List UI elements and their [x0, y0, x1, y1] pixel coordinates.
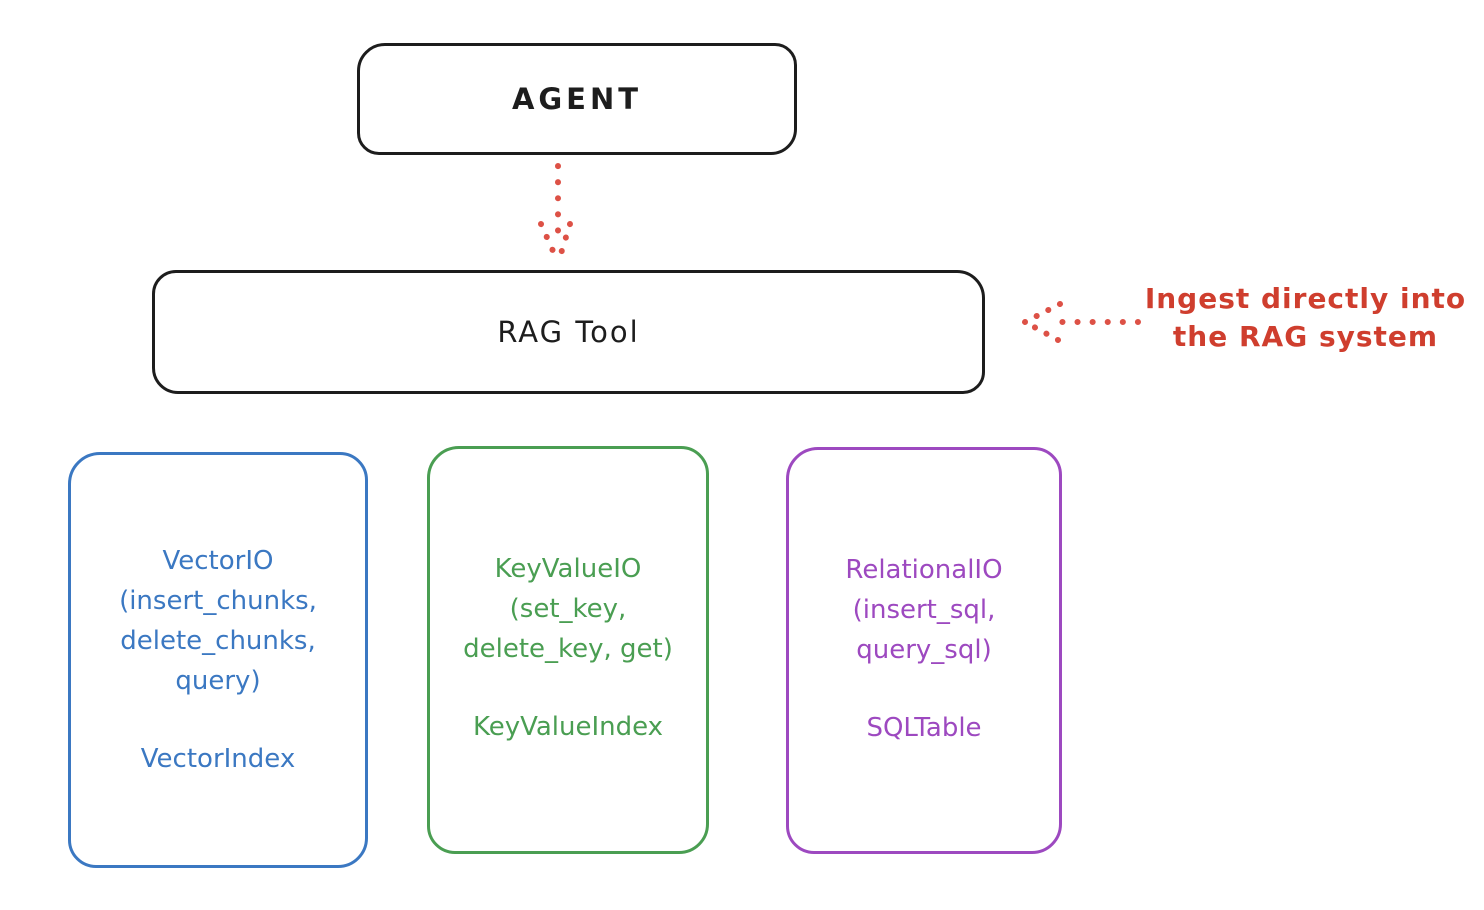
- keyvalueio-line: delete_key, get): [463, 634, 673, 664]
- ingest-annotation-line2: the RAG system: [1172, 320, 1439, 353]
- sqltable-label: SQLTable: [866, 713, 982, 743]
- agent-node: AGENT: [357, 43, 797, 155]
- vectorio-line: (insert_chunks,: [119, 586, 317, 616]
- keyvalueio-line: KeyValueIO: [494, 554, 642, 584]
- relationalio-box: RelationalIO (insert_sql, query_sql) SQL…: [786, 447, 1062, 854]
- relationalio-text: RelationalIO (insert_sql, query_sql) SQL…: [789, 450, 1059, 748]
- keyvalueindex-label: KeyValueIndex: [472, 712, 664, 742]
- ingest-annotation: Ingest directly into the RAG system: [1133, 280, 1478, 356]
- relationalio-line: RelationalIO: [845, 555, 1003, 585]
- dotted-arrow-left-icon: [1022, 301, 1141, 343]
- keyvalueio-text: KeyValueIO (set_key, delete_key, get) Ke…: [430, 449, 706, 747]
- keyvalueio-box: KeyValueIO (set_key, delete_key, get) Ke…: [427, 446, 709, 854]
- vectorio-line: VectorIO: [162, 546, 274, 576]
- vectorindex-label: VectorIndex: [140, 744, 296, 774]
- rag-tool-label: RAG Tool: [497, 315, 640, 349]
- ingest-annotation-line1: Ingest directly into: [1144, 282, 1467, 315]
- relationalio-line: query_sql): [856, 635, 992, 665]
- vectorio-line: query): [175, 666, 261, 696]
- vectorio-text: VectorIO (insert_chunks, delete_chunks, …: [71, 455, 365, 779]
- keyvalueio-line: (set_key,: [509, 594, 627, 624]
- vectorio-box: VectorIO (insert_chunks, delete_chunks, …: [68, 452, 368, 868]
- rag-tool-node: RAG Tool: [152, 270, 985, 394]
- agent-label: AGENT: [511, 82, 643, 116]
- dotted-arrow-down-icon: [538, 163, 573, 263]
- vectorio-line: delete_chunks,: [120, 626, 316, 656]
- relationalio-line: (insert_sql,: [852, 595, 996, 625]
